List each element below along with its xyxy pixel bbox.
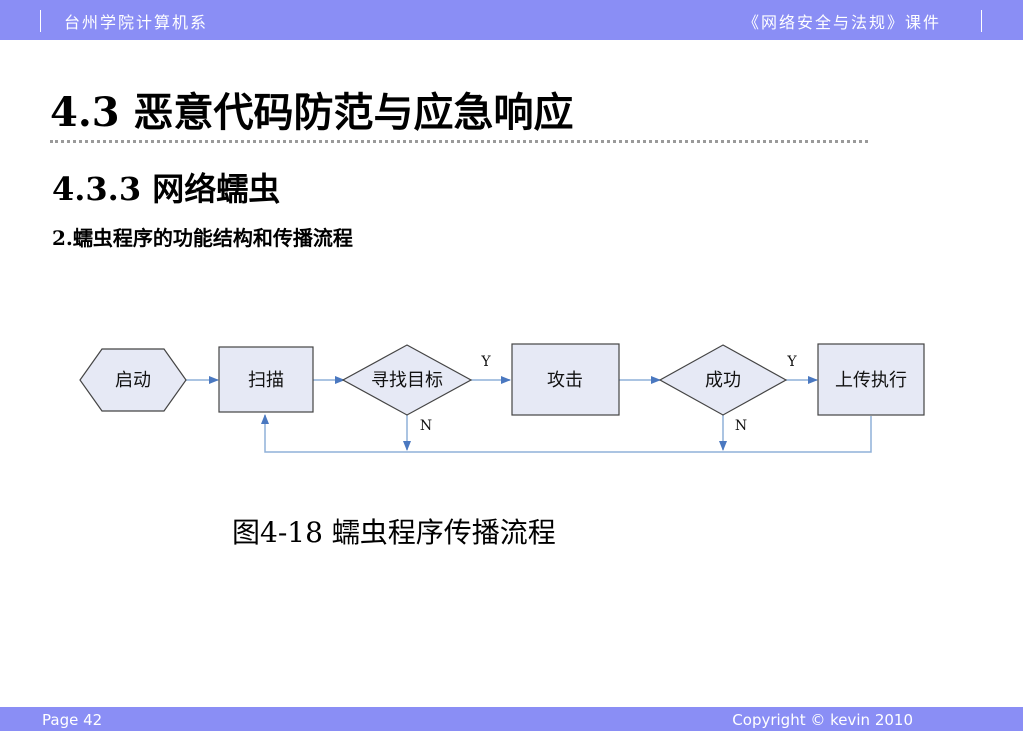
point-title: 2.蠕虫程序的功能结构和传播流程 bbox=[52, 226, 353, 250]
node-find-target-label: 寻找目标 bbox=[371, 370, 443, 391]
figure-caption: 图4-18 蠕虫程序传播流程 bbox=[232, 516, 556, 549]
node-start bbox=[79, 348, 187, 412]
page-number: Page 42 bbox=[42, 711, 103, 729]
branch-find-no: N bbox=[420, 418, 432, 434]
node-upload-execute-label: 上传执行 bbox=[835, 370, 907, 391]
header-course: 《网络安全与法规》课件 bbox=[742, 13, 941, 32]
node-find-target bbox=[341, 344, 473, 416]
node-attack-label: 攻击 bbox=[547, 370, 583, 391]
section-title: 4.3 恶意代码防范与应急响应 bbox=[50, 89, 574, 136]
title-divider bbox=[50, 140, 868, 143]
header-separator bbox=[981, 10, 982, 32]
node-success bbox=[658, 344, 788, 416]
footer-bar: Page 42 Copyright © kevin 2010 bbox=[0, 707, 1023, 731]
header-institution: 台州学院计算机系 bbox=[64, 13, 209, 32]
branch-success-no: N bbox=[735, 418, 747, 434]
node-scan-label: 扫描 bbox=[248, 370, 284, 391]
node-upload-execute bbox=[817, 343, 925, 416]
node-start-label: 启动 bbox=[115, 370, 151, 391]
header-separator bbox=[40, 10, 41, 32]
header-bar: 台州学院计算机系 《网络安全与法规》课件 bbox=[0, 0, 1023, 40]
copyright: Copyright © kevin 2010 bbox=[732, 711, 913, 729]
node-scan bbox=[218, 346, 314, 413]
node-attack bbox=[511, 343, 620, 416]
node-success-label: 成功 bbox=[705, 370, 741, 391]
branch-find-yes: Y bbox=[480, 354, 491, 370]
loop-back-to-scan bbox=[261, 414, 872, 453]
branch-success-yes: Y bbox=[786, 354, 797, 370]
subsection-title: 4.3.3 网络蠕虫 bbox=[52, 170, 281, 208]
